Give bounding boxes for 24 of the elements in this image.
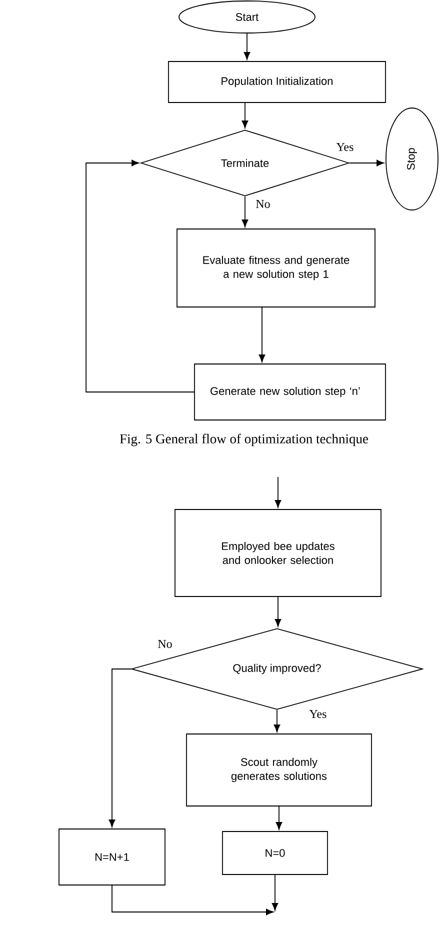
process-box: Employed bee updates and onlooker selection <box>174 509 382 597</box>
arrow <box>244 33 250 60</box>
arrow <box>108 668 132 828</box>
arrow <box>86 160 194 392</box>
process-box: Scout randomly generates solutions <box>186 734 372 806</box>
arrow <box>112 885 274 916</box>
arrow <box>274 476 282 508</box>
process-box: N=N+1 <box>58 828 166 886</box>
arrow <box>258 307 266 362</box>
edge-label: No <box>156 639 174 649</box>
arrow <box>349 160 384 166</box>
process-box: Generate new solution step ‘n’ <box>194 364 386 420</box>
edge-label: No <box>254 199 272 209</box>
edge-label: Yes <box>308 709 328 719</box>
process-box: Evaluate fitness and generate a new solution step 1 <box>176 228 376 308</box>
process-box: Population Initialization <box>168 61 386 103</box>
process-box: N=0 <box>222 831 328 875</box>
arrow <box>242 196 248 228</box>
arrow <box>276 806 282 830</box>
arrow <box>242 102 248 128</box>
arrow <box>274 710 280 732</box>
arrow <box>274 596 282 627</box>
arrow <box>272 874 278 911</box>
caption: Fig. 5 General flow of optimization technique <box>120 434 368 446</box>
